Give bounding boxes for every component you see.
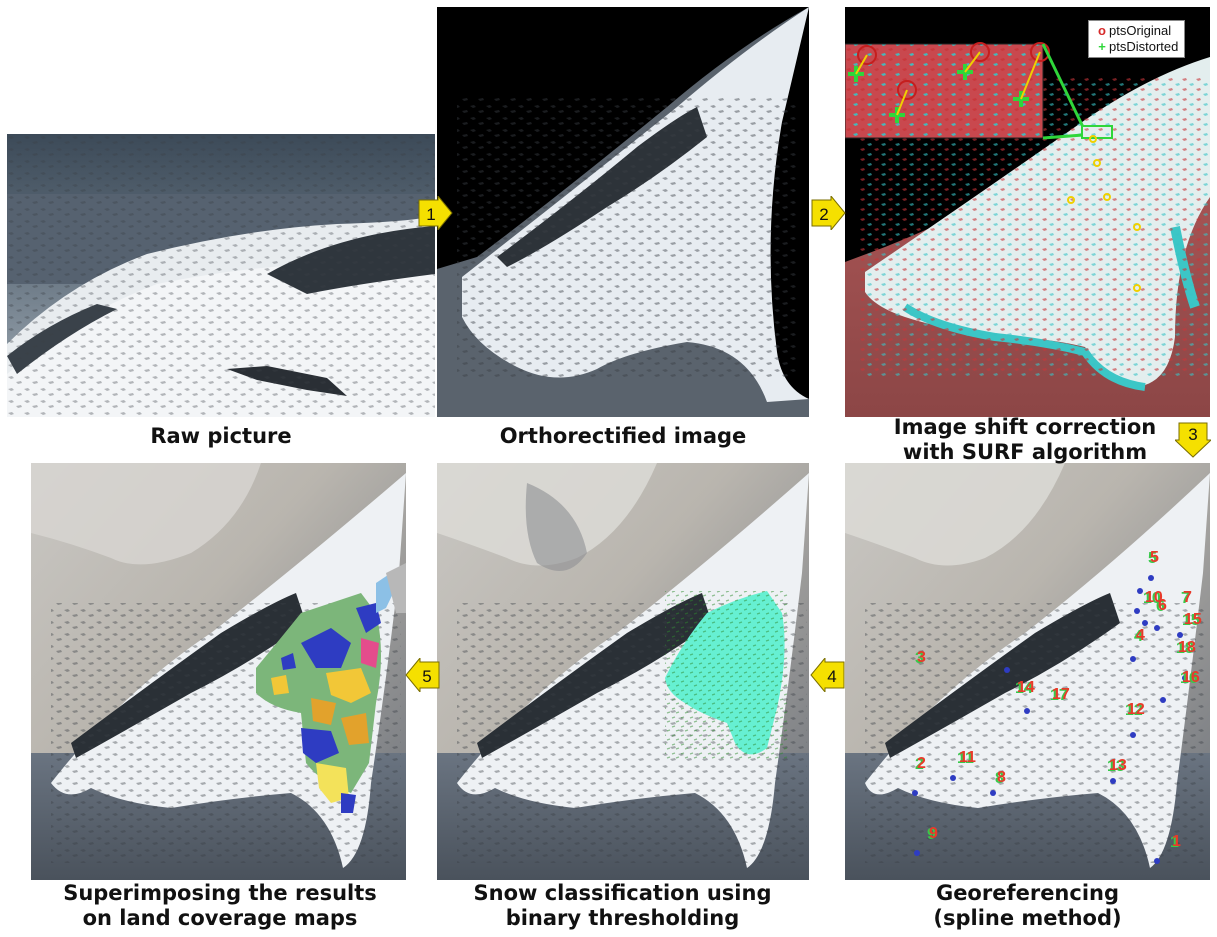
- gcp-label-3: 3: [917, 649, 926, 666]
- gcp-label-9: 9: [929, 825, 938, 842]
- raw-picture-panel: [7, 134, 435, 417]
- gcp-label-18: 18: [1176, 640, 1194, 657]
- gcp-label-2: 2: [915, 756, 924, 773]
- gcp-label-1: 1: [1170, 834, 1179, 851]
- gcp-label-12: 12: [1127, 701, 1145, 718]
- gcp-label-1: 1: [1172, 833, 1181, 850]
- georeferencing-image: [845, 463, 1210, 880]
- step-2-arrow-icon: 2: [811, 196, 846, 230]
- gcp-label-3: 3: [915, 650, 924, 667]
- gcp-label-18: 18: [1178, 639, 1196, 656]
- caption-georeferencing: Georeferencing (spline method): [845, 881, 1210, 931]
- distorted-marker-icon: +: [1098, 39, 1106, 54]
- gcp-label-5: 5: [1150, 549, 1159, 566]
- gcp-label-15: 15: [1184, 611, 1202, 628]
- step-5-arrow-icon: 5: [405, 658, 440, 692]
- gcp-label-16: 16: [1182, 669, 1200, 686]
- caption-raw-picture: Raw picture: [7, 424, 435, 449]
- legend-distorted-label: ptsDistorted: [1109, 39, 1179, 54]
- gcp-label-7: 7: [1183, 589, 1192, 606]
- caption-surf: Image shift correction with SURF algorit…: [855, 415, 1195, 465]
- gcp-label-14: 14: [1017, 679, 1035, 696]
- caption-land-coverage: Superimposing the results on land covera…: [20, 881, 420, 931]
- gcp-label-13: 13: [1109, 757, 1127, 774]
- georeferencing-panel: [845, 463, 1210, 880]
- inset-keypoints: [848, 42, 1050, 123]
- land-coverage-overlay: [256, 563, 406, 813]
- caption-orthorectified: Orthorectified image: [437, 424, 809, 449]
- panel-keypoints: [1067, 135, 1141, 292]
- surf-image: [845, 7, 1210, 417]
- gcp-label-7: 7: [1181, 590, 1190, 607]
- gcp-label-6: 6: [1156, 598, 1165, 615]
- caption-orthorectified-text: Orthorectified image: [499, 424, 747, 448]
- gcp-label-10: 10: [1145, 589, 1163, 606]
- caption-land-coverage-line2: on land coverage maps: [82, 906, 358, 930]
- gcp-label-10: 10: [1143, 590, 1161, 607]
- caption-snow-classification: Snow classification using binary thresho…: [430, 881, 815, 931]
- land-coverage-image: [31, 463, 406, 880]
- gcp-label-4: 4: [1134, 628, 1143, 645]
- raw-picture-image: [7, 134, 435, 417]
- legend-original-label: ptsOriginal: [1109, 23, 1172, 38]
- gcp-label-2: 2: [917, 755, 926, 772]
- caption-land-coverage-line1: Superimposing the results: [63, 881, 377, 905]
- snow-classification-image: [437, 463, 809, 880]
- caption-surf-line2: with SURF algorithm: [902, 440, 1148, 464]
- original-marker-icon: o: [1098, 23, 1106, 38]
- gcp-label-13: 13: [1107, 758, 1125, 775]
- step-1-number: 1: [426, 205, 435, 224]
- gcp-label-9: 9: [927, 826, 936, 843]
- caption-snow-line1: Snow classification using: [473, 881, 772, 905]
- gcp-label-17: 17: [1052, 686, 1070, 703]
- gcp-markers: [912, 575, 1188, 864]
- step-4-number: 4: [827, 667, 836, 686]
- step-1-arrow-icon: 1: [418, 196, 453, 230]
- orthorectified-image: [437, 7, 809, 417]
- caption-surf-line1: Image shift correction: [893, 415, 1157, 439]
- gcp-label-12: 12: [1125, 702, 1143, 719]
- caption-georef-line1: Georeferencing: [935, 881, 1120, 905]
- land-coverage-panel: [31, 463, 406, 880]
- step-2-number: 2: [819, 205, 828, 224]
- orthorectified-panel: [437, 7, 809, 417]
- caption-snow-line2: binary thresholding: [505, 906, 740, 930]
- gcp-label-4: 4: [1136, 627, 1145, 644]
- snow-classification-panel: [437, 463, 809, 880]
- gcp-label-17: 17: [1050, 687, 1068, 704]
- step-3-arrow-icon: 3: [1175, 422, 1211, 458]
- gcp-label-11: 11: [959, 749, 976, 766]
- caption-georef-line2: (spline method): [933, 906, 1122, 930]
- gcp-label-5: 5: [1148, 550, 1157, 567]
- caption-raw-picture-text: Raw picture: [150, 424, 292, 448]
- gcp-label-8: 8: [995, 770, 1004, 787]
- step-5-number: 5: [422, 667, 431, 686]
- gcp-label-14: 14: [1015, 680, 1033, 697]
- gcp-label-6: 6: [1158, 597, 1167, 614]
- gcp-label-15: 15: [1182, 612, 1200, 629]
- step-4-arrow-icon: 4: [810, 658, 845, 692]
- step-3-number: 3: [1188, 425, 1197, 444]
- gcp-label-16: 16: [1180, 670, 1198, 687]
- gcp-label-8: 8: [997, 769, 1006, 786]
- gcp-label-11: 11: [957, 750, 974, 767]
